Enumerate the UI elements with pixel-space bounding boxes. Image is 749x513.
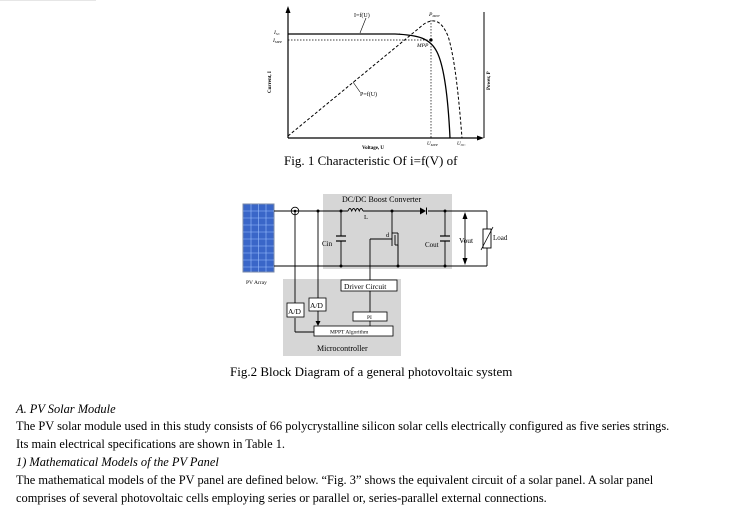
fig1-caption: Fig. 1 Characteristic Of i=f(V) of (284, 153, 458, 168)
converter-title: DC/DC Boost Converter (342, 195, 421, 204)
pv-array-label: PV Array (246, 280, 267, 286)
switch-label: d (386, 232, 390, 239)
paragraph-1-line-1: The PV solar module used in this study c… (16, 419, 670, 433)
ad-converter-2-label: A/D (310, 301, 324, 310)
vout-arrow-up-icon (462, 212, 468, 219)
paragraph-1-line-2: Its main electrical specifications are s… (16, 437, 285, 451)
y-axis-arrow-icon (285, 6, 291, 13)
iv-characteristic-figure: I=f(U) PMPP MPP ISC IMPP P=f(U) UMPP UOC… (268, 6, 492, 151)
mppt-algorithm-label: MPPT Algorithm (330, 330, 369, 336)
load-label: Load (493, 234, 508, 242)
power-curve-leader (352, 81, 361, 93)
x-axis-arrow-icon (477, 135, 484, 141)
impp-label: IMPP (272, 38, 283, 44)
power-curve-label: P=f(U) (360, 91, 377, 98)
diode-icon (420, 207, 426, 215)
pv-block-diagram: PV Array (242, 194, 508, 356)
vout-label: Vout (459, 236, 474, 245)
umpp-label: UMPP (427, 142, 439, 147)
uoc-label: UOC (457, 142, 466, 147)
inductor-label: L (364, 214, 368, 221)
mppt-input-arrow-icon (315, 321, 321, 326)
current-sensor-dot (293, 209, 297, 213)
top-edge-line (0, 0, 96, 1)
ad-converter-1 (286, 302, 305, 318)
microcontroller-label: Microcontroller (317, 344, 368, 353)
mosfet-switch-icon (391, 232, 399, 266)
fig2-caption: Fig.2 Block Diagram of a general photovo… (230, 364, 513, 379)
inductor-icon (347, 208, 364, 213)
section-heading-pv-solar-module: A. PV Solar Module (16, 402, 116, 416)
power-curve (287, 20, 463, 139)
mpp-label: MPP (416, 43, 429, 49)
mpp-marker (429, 38, 433, 42)
pi-label: PI (367, 315, 372, 321)
pv-array-panel (242, 203, 275, 273)
driver-circuit-label: Driver Circuit (344, 282, 387, 291)
vout-arrow-down-icon (462, 258, 468, 265)
paragraph-2-line-1: The mathematical models of the PV panel … (16, 473, 654, 487)
paragraph-2-line-2: comprises of several photovoltaic cells … (16, 491, 547, 505)
ad-converter-1-label: A/D (288, 307, 302, 316)
current-sensor-icon (290, 206, 300, 216)
boost-converter-box (323, 194, 452, 269)
current-curve-label: I=f(U) (354, 12, 370, 19)
ad-converter-2 (308, 297, 327, 312)
y-axis-left-label: Current, I (268, 71, 273, 93)
pmpp-label: PMPP (428, 12, 440, 18)
y-axis-right-label: Power, P (487, 71, 492, 90)
cout-label: Cout (425, 241, 439, 249)
mppt-algorithm-block (313, 325, 394, 337)
x-axis-label: Voltage, U (362, 146, 384, 151)
cin-label: Cin (322, 240, 333, 248)
current-curve-leader (359, 17, 367, 34)
subsection-heading-mathematical-models: 1) Mathematical Models of the PV Panel (16, 455, 219, 469)
driver-circuit-block (340, 279, 398, 292)
circuit-wiring (274, 210, 488, 333)
current-curve (288, 33, 451, 139)
isc-label: ISC (273, 30, 281, 36)
